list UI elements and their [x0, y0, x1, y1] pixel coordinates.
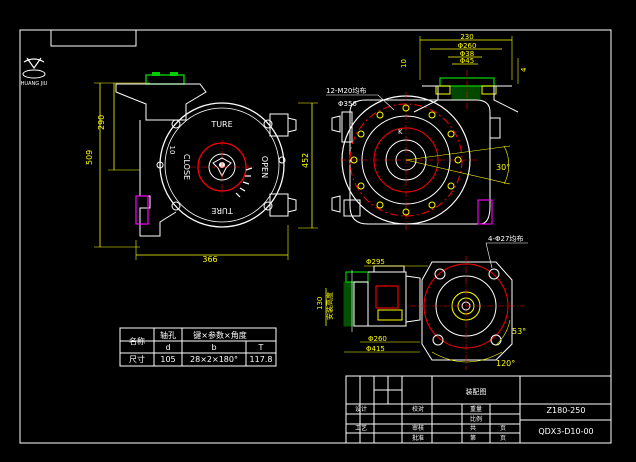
flange-view: 4-Φ27均布 53° 120°: [410, 234, 528, 370]
dim-10: 10: [400, 59, 408, 68]
table-cell-b: 28×2×180°: [190, 355, 238, 364]
bolt-note: 12-M20均布: [326, 86, 366, 95]
table-sub-d: d: [165, 343, 170, 352]
tb-review: 审核: [412, 424, 424, 432]
table-sub-b: b: [211, 343, 216, 352]
table-row-size: 尺寸: [129, 354, 145, 364]
tb-process: 工艺: [355, 424, 367, 432]
tb-page1: 页: [500, 425, 506, 432]
mount-height-label: 安装高度: [325, 292, 334, 320]
label-k: K: [398, 128, 403, 136]
tb-design: 设计: [355, 405, 367, 413]
side-view: 230 Φ260 Φ38 Φ45 10 4: [326, 33, 528, 232]
tb-page2: 页: [500, 435, 506, 442]
dim-260-bottom: Φ260: [368, 335, 387, 343]
dial-top-label: TURE: [210, 120, 232, 129]
section-view: 130 安装高度 Φ295 Φ260 Φ415: [316, 258, 428, 353]
dim-295: Φ295: [366, 258, 385, 266]
dim-290: 290: [97, 115, 106, 130]
dial-mark: 10: [168, 146, 176, 155]
tb-sheet: 第: [470, 434, 476, 442]
table-header-key: 键×参数×角度: [193, 330, 246, 340]
dial-close-label: CLOSE: [182, 154, 191, 180]
model-number: Z180-250: [547, 406, 586, 415]
spec-table: 名称 轴孔 键×参数×角度 d b T 尺寸 105 28×2×180° 117…: [119, 327, 277, 367]
tb-check: 校对: [412, 405, 424, 413]
dim-260-top: Φ260: [458, 42, 477, 50]
table-sub-t: T: [258, 343, 264, 352]
tb-weight: 重量: [470, 405, 482, 413]
dial-bottom-label: TURE: [211, 206, 233, 215]
angle-53: 53°: [512, 327, 526, 336]
table-cell-d: 105: [160, 355, 175, 364]
dim-45: Φ45: [460, 57, 474, 65]
dim-452: 452: [301, 153, 310, 168]
table-cell-t: 117.8: [250, 355, 273, 364]
name-box: [50, 29, 137, 47]
logo-text: HUANG JIU: [21, 81, 48, 87]
table-header-name: 名称: [129, 336, 145, 346]
company-logo: HUANG JIU: [21, 57, 48, 87]
title-block: 装配图 Z180-250 QDX3-D10-00 设计 校对 重量 比例 工艺 …: [345, 375, 612, 444]
dim-230: 230: [460, 33, 473, 41]
holes-note: 4-Φ27均布: [488, 234, 523, 243]
angle-30: 30°: [496, 163, 510, 172]
angle-120: 120°: [496, 359, 515, 368]
drawing-code: QDX3-D10-00: [538, 427, 593, 436]
tb-approve: 批准: [412, 434, 424, 442]
dim-38: Φ38: [460, 50, 474, 58]
dim-130: 130: [316, 297, 324, 310]
tb-scale: 比例: [470, 415, 482, 423]
sheet-border: [19, 29, 612, 444]
dim-4: 4: [520, 67, 528, 72]
dim-415: Φ415: [366, 345, 385, 353]
dim-509: 509: [85, 150, 94, 165]
dim-356: Φ356: [338, 100, 357, 108]
drawing-name: 装配图: [466, 387, 487, 396]
tb-sheets: 共: [470, 424, 476, 432]
table-header-shaft: 轴孔: [160, 330, 176, 340]
front-view: 290 509: [85, 72, 318, 264]
dim-366: 366: [202, 255, 217, 264]
dial-open-label: OPEN: [260, 156, 269, 178]
